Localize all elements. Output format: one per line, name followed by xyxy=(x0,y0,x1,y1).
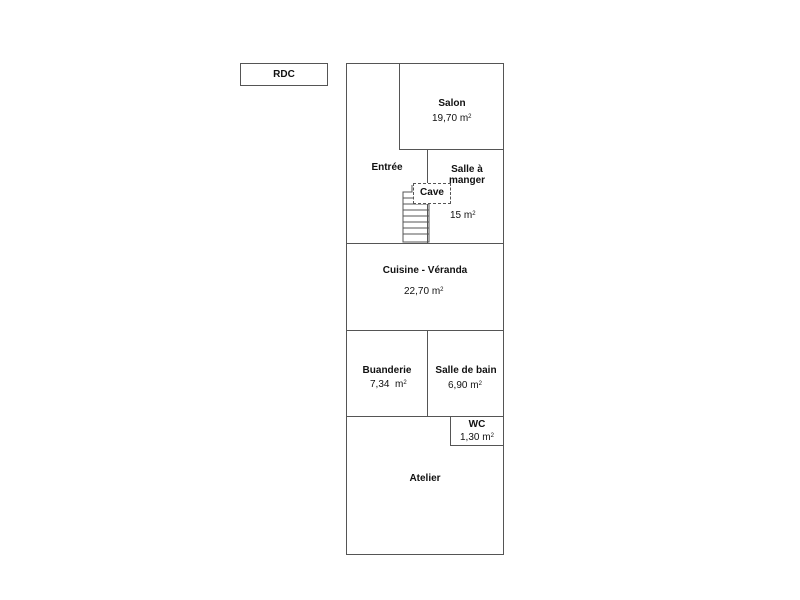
buanderie-area: 7,34 m2 xyxy=(370,379,407,390)
cave-label: Cave xyxy=(420,187,444,198)
salon-label: Salon xyxy=(438,98,466,109)
salon-area: 19,70 m2 xyxy=(432,113,472,124)
wall-buanderie-sdb xyxy=(427,330,428,417)
salle-de-bain-label: Salle de bain xyxy=(435,365,497,376)
room-salon xyxy=(399,63,504,150)
atelier-label: Atelier xyxy=(409,473,441,484)
level-label-box: RDC xyxy=(240,63,328,86)
cuisine-label: Cuisine - Véranda xyxy=(382,265,468,276)
buanderie-label: Buanderie xyxy=(362,365,412,376)
wall-top-zone xyxy=(346,243,504,244)
room-cave xyxy=(413,183,451,204)
salle-a-manger-label-line1: Salle à xyxy=(451,164,483,175)
stairs-icon xyxy=(402,185,430,243)
wall-cuisine xyxy=(346,330,504,331)
entree-label: Entrée xyxy=(371,162,403,173)
salle-a-manger-area: 15 m2 xyxy=(450,210,476,221)
salle-a-manger-label-line2: manger xyxy=(448,175,486,186)
level-label: RDC xyxy=(273,69,295,80)
wall-atelier xyxy=(346,416,504,417)
wc-label: WC xyxy=(468,419,486,430)
room-wc xyxy=(450,416,504,446)
cuisine-area: 22,70 m2 xyxy=(404,286,444,297)
wc-area: 1,30 m2 xyxy=(460,432,494,443)
salle-de-bain-area: 6,90 m2 xyxy=(448,380,482,391)
